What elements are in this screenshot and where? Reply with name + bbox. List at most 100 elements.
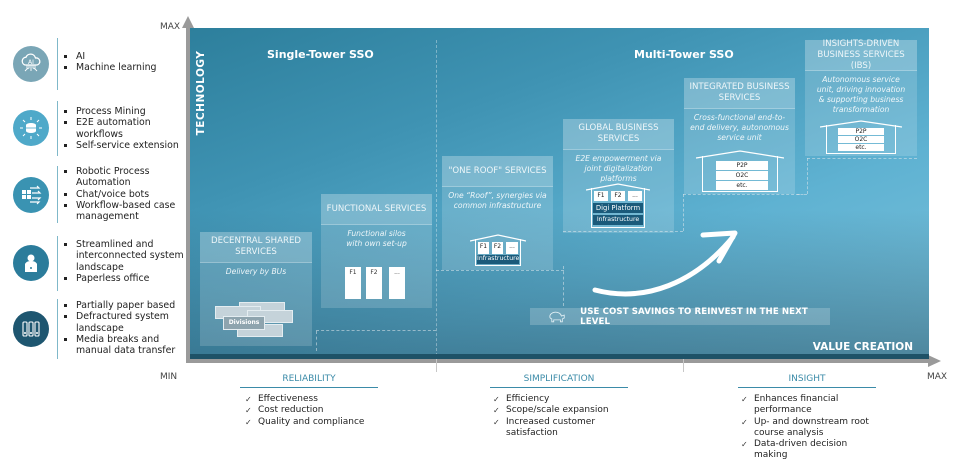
category-list: Efficiency Scope/scale expansion Increas…	[492, 394, 617, 439]
step-line	[683, 194, 684, 231]
house-graphic: F1 F2 ... Digi Platform Infrastructure	[586, 183, 650, 228]
legend-divider	[57, 101, 58, 156]
stage-title: INSIGHTS-DRIVEN BUSINESS SERVICES (IBS)	[805, 39, 917, 71]
legend-divider	[57, 166, 58, 223]
x-axis-divider	[436, 358, 437, 372]
process-row: P2P	[716, 161, 768, 170]
legend-list-paper: Partially paper based Defractured system…	[62, 300, 186, 356]
category-title: RELIABILITY	[240, 374, 378, 388]
stage-description: Delivery by BUs	[225, 267, 287, 276]
silo-cell: F1	[345, 267, 361, 299]
legend-item: Media breaks and manual data transfer	[62, 334, 186, 357]
legend-row-rpa: Robotic Process Automation Chat/voice bo…	[0, 166, 185, 223]
category-simplification: SIMPLIFICATION Efficiency Scope/scale ex…	[490, 374, 628, 438]
x-axis-max-label: MAX	[927, 372, 948, 382]
legend-list-rpa: Robotic Process Automation Chat/voice bo…	[62, 166, 186, 222]
category-title: INSIGHT	[738, 374, 876, 388]
x-axis	[186, 359, 930, 363]
legend-item: Self-service extension	[62, 140, 186, 151]
legend-item: Paperless office	[62, 273, 186, 284]
growth-arrow-icon	[592, 230, 738, 297]
category-title: SIMPLIFICATION	[490, 374, 628, 388]
divisions-label: Divisions	[223, 316, 265, 330]
stage-functional-services: FUNCTIONAL SERVICES Functional silos wit…	[321, 194, 432, 308]
category-item: Increased customer satisfaction	[492, 417, 617, 440]
silo-cell: ...	[389, 267, 405, 299]
legend-divider	[57, 38, 58, 90]
ai-cloud-icon: AI	[13, 46, 49, 82]
digi-platform-bar: Digi Platform	[593, 203, 643, 213]
stage-title: "ONE ROOF" SERVICES	[442, 156, 553, 187]
house-body	[702, 156, 778, 192]
rpa-arrows-icon	[13, 177, 49, 213]
maturity-panel: TECHNOLOGY Single-Tower SSO Multi-Tower …	[190, 28, 929, 359]
category-reliability: RELIABILITY Effectiveness Cost reduction…	[240, 374, 378, 428]
infrastructure-bar: Infrastructure	[593, 215, 643, 225]
legend-row-ai: AI AI Machine learning	[0, 38, 185, 90]
database-automation-icon	[13, 110, 49, 146]
silo-cell: F2	[366, 267, 382, 299]
x-axis-min-label: MIN	[160, 372, 178, 382]
legend-item: E2E automation workflows	[62, 117, 186, 140]
legend-divider	[57, 299, 58, 359]
legend-list-ai: AI Machine learning	[62, 51, 186, 74]
house-graphic: P2P O2C etc.	[696, 150, 784, 192]
legend-row-paper: Partially paper based Defractured system…	[0, 299, 185, 359]
step-line	[797, 194, 807, 195]
house-body	[591, 188, 645, 228]
step-line	[316, 331, 317, 351]
stage-decentral-shared-services: DECENTRAL SHARED SERVICES Delivery by BU…	[200, 232, 312, 346]
legend-item: Process Mining	[62, 106, 186, 117]
category-item: Quality and compliance	[244, 417, 444, 429]
reinvest-label: USE COST SAVINGS TO REINVEST IN THE NEXT…	[580, 306, 808, 327]
category-item: Scope/scale expansion	[492, 405, 617, 417]
legend-item: Chat/voice bots	[62, 189, 186, 200]
category-item: Efficiency	[492, 394, 617, 406]
process-row: etc.	[838, 144, 884, 151]
legend-item: Robotic Process Automation	[62, 166, 186, 189]
legend-list-process-mining: Process Mining E2E automation workflows …	[62, 106, 186, 151]
legend-item: Machine learning	[62, 62, 186, 73]
category-item: Data-driven decision making	[740, 439, 880, 462]
stage-title: GLOBAL BUSINESS SERVICES	[563, 119, 674, 150]
house-cell: ...	[506, 242, 518, 254]
stage-global-business-services: GLOBAL BUSINESS SERVICES E2E empowerment…	[563, 119, 674, 233]
technology-axis-title: TECHNOLOGY	[195, 50, 207, 136]
divisions-graphic: Divisions	[215, 302, 295, 342]
stage-integrated-business-services: INTEGRATED BUSINESS SERVICES Cross-funct…	[684, 78, 795, 194]
stage-one-roof-services: "ONE ROOF" SERVICES One “Roof”, synergie…	[442, 156, 553, 270]
stage-insights-driven-business-services: INSIGHTS-DRIVEN BUSINESS SERVICES (IBS) …	[805, 39, 917, 156]
stage-description: One “Roof”, synergies via common infrast…	[448, 191, 547, 210]
y-axis-max-label: MAX	[160, 22, 181, 32]
step-line	[436, 270, 564, 271]
single-tower-title: Single-Tower SSO	[267, 48, 374, 61]
legend-row-streamlined: Streamlined and interconnected system la…	[0, 236, 185, 291]
category-item: Enhances financial performance	[740, 394, 880, 417]
category-insight: INSIGHT Enhances financial performance U…	[738, 374, 876, 460]
piggy-bank-icon	[549, 311, 565, 322]
stage-title: INTEGRATED BUSINESS SERVICES	[684, 78, 795, 109]
legend-item: Partially paper based	[62, 300, 186, 311]
stage-title: DECENTRAL SHARED SERVICES	[200, 232, 312, 263]
y-axis	[186, 28, 190, 362]
category-list: Enhances financial performance Up- and d…	[740, 394, 880, 462]
binders-icon	[13, 311, 49, 347]
stage-description: Cross-functional end-to-end delivery, au…	[690, 113, 789, 142]
reinvest-banner: USE COST SAVINGS TO REINVEST IN THE NEXT…	[530, 306, 830, 327]
user-laptop-icon	[13, 245, 49, 281]
panel-bottom-edge	[190, 354, 929, 359]
house-graphic: P2P O2C etc.	[820, 120, 902, 154]
category-list: Effectiveness Cost reduction Quality and…	[244, 394, 444, 428]
legend-item: AI	[62, 51, 186, 62]
process-row: P2P	[838, 128, 884, 135]
stage-description: Autonomous service unit, driving innovat…	[816, 75, 906, 114]
x-axis-divider	[683, 358, 684, 372]
category-item: Effectiveness	[244, 394, 444, 406]
house-cell: F1	[478, 242, 489, 254]
legend-row-process-mining: Process Mining E2E automation workflows …	[0, 101, 185, 156]
process-row: O2C	[716, 171, 768, 180]
category-item: Up- and downstream root course analysis	[740, 417, 880, 440]
svg-text:AI: AI	[28, 59, 34, 66]
step-line	[683, 194, 799, 195]
house-cell: F2	[611, 191, 625, 201]
